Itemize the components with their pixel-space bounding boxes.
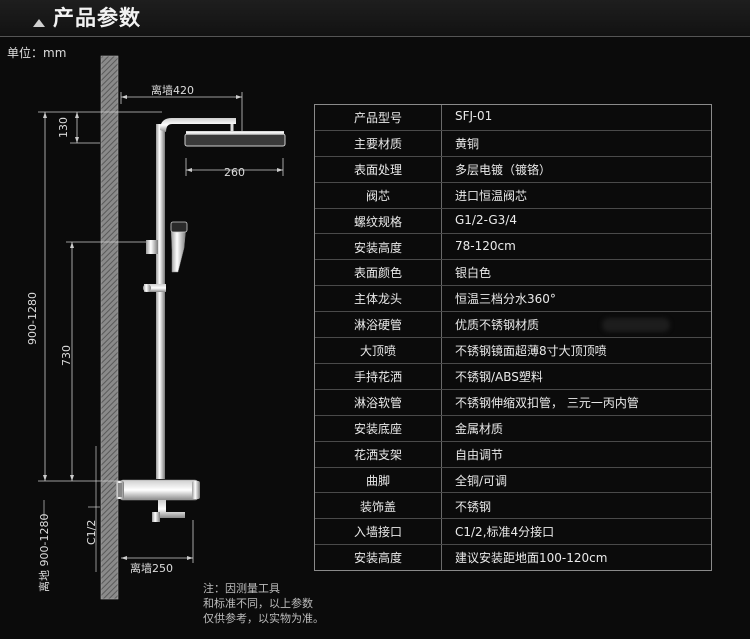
table-row: 主体龙头 恒温三档分水360°: [315, 286, 711, 313]
spec-value: 不锈钢/ABS塑料: [455, 370, 543, 384]
footnote: 注：因测量工具 和标准不同，以上参数 仅供参考，以实物为准。: [203, 581, 324, 626]
section-triangle-icon: [33, 19, 45, 27]
spec-label: 曲脚: [365, 473, 390, 488]
table-row: 手持花洒 不锈钢/ABS塑料: [315, 364, 711, 390]
spec-value: 不锈钢镜面超薄8寸大顶顶喷: [455, 344, 607, 359]
table-row: 阀芯 进口恒温阀芯: [315, 183, 711, 209]
spec-label: 淋浴硬管: [353, 318, 402, 333]
dim-260: 260: [224, 166, 245, 179]
spec-label: 淋浴软管: [353, 395, 402, 410]
table-row: 淋浴软管 不锈钢伸缩双扣管， 三元一丙内管: [315, 390, 711, 416]
dim-wall-bottom: 离墙250: [130, 561, 173, 575]
table-row: 表面处理 多层电镀（镀铬）: [315, 157, 711, 183]
table-row: 表面颜色 银白色: [315, 260, 711, 287]
dim-c12: C1/2: [85, 520, 98, 545]
spec-value: 进口恒温阀芯: [455, 188, 528, 203]
spec-label: 主体龙头: [353, 292, 402, 307]
overhead-arm: [160, 118, 236, 132]
table-row: 螺纹规格 G1/2-G3/4: [315, 209, 711, 235]
spec-value: 78-120cm: [455, 238, 516, 253]
dim-900-1280: 900-1280: [26, 292, 39, 345]
rain-shower-head: [184, 133, 286, 147]
spec-label: 主要材质: [353, 136, 402, 151]
table-row: 装饰盖 不锈钢: [315, 494, 711, 520]
unit-label: 单位：mm: [7, 46, 67, 60]
handshower-holder: [146, 240, 158, 254]
spec-table: 产品型号 SFJ-01 主要材质 黄铜表面处理 多层电镀（镀铬） 阀芯 进口恒温阀芯螺纹规格…: [314, 104, 712, 571]
spec-label: 螺纹规格: [353, 214, 402, 229]
spec-value: 建议安装距地面100-120cm: [455, 551, 608, 566]
spec-value: 不锈钢伸缩双扣管， 三元一丙内管: [455, 395, 639, 410]
spec-label: 安装底座: [353, 421, 402, 436]
spec-label: 阀芯: [365, 188, 390, 203]
thermostatic-mixer: [119, 479, 199, 501]
footnote-line-1: 注：因测量工具: [203, 582, 280, 595]
spec-label: 表面颜色: [353, 266, 402, 281]
spec-value: 自由调节: [455, 447, 504, 462]
spec-label: 安装高度: [353, 551, 402, 566]
spec-value: 黄铜: [455, 136, 480, 151]
spec-label: 表面处理: [353, 162, 402, 177]
table-row: 主要材质 黄铜: [315, 131, 711, 157]
spec-value: 多层电镀（镀铬）: [455, 162, 552, 177]
table-row: 安装高度 78-120cm: [315, 235, 711, 261]
footnote-line-3: 仅供参考，以实物为准。: [203, 612, 324, 625]
spec-label: 入墙接口: [353, 525, 402, 540]
spec-value: 全铜/可调: [455, 473, 508, 488]
spec-label: 产品型号: [353, 111, 402, 125]
spec-value: C1/2,标准4分接口: [455, 525, 555, 540]
table-row: 曲脚 全铜/可调: [315, 468, 711, 494]
hand-shower: [170, 225, 187, 273]
table-row: 大顶喷 不锈钢镜面超薄8寸大顶顶喷: [315, 338, 711, 364]
spec-value: 恒温三档分水360°: [455, 292, 556, 307]
footnote-line-2: 和标准不同，以上参数: [203, 597, 313, 610]
redacted-mark: [602, 318, 670, 333]
dim-730: 730: [60, 345, 73, 366]
table-row: 产品型号 SFJ-01: [315, 105, 711, 131]
table-row: 安装高度 建议安装距地面100-120cm: [315, 545, 711, 571]
spec-value: 优质不锈钢材质: [455, 318, 540, 333]
spec-label: 花洒支架: [353, 447, 402, 462]
table-row: 淋浴硬管 优质不锈钢材质: [315, 312, 711, 339]
spec-value: G1/2-G3/4: [455, 212, 517, 227]
slide-clamp: [144, 284, 166, 292]
spec-label: 手持花洒: [353, 370, 402, 384]
table-row: 安装底座 金属材质: [315, 416, 711, 442]
spec-value: 不锈钢: [455, 499, 492, 514]
shower-riser-pipe: [156, 124, 165, 479]
wall: [100, 55, 119, 600]
table-row: 花洒支架 自由调节: [315, 442, 711, 468]
table-row: 入墙接口 C1/2,标准4分接口: [315, 519, 711, 546]
spec-value: SFJ-01: [455, 109, 493, 123]
page-title: 产品参数: [53, 6, 141, 30]
header-bar: [0, 0, 750, 37]
dim-130: 130: [57, 117, 70, 138]
spec-label: 安装高度: [353, 240, 402, 255]
spec-value: 金属材质: [455, 421, 504, 436]
dim-wall-top: 离墙420: [151, 83, 194, 97]
spec-value: 银白色: [455, 266, 492, 281]
dim-floor: 离地 900-1280: [37, 514, 51, 592]
spec-label: 装饰盖: [359, 499, 396, 514]
spec-label: 大顶喷: [359, 344, 396, 359]
tub-spout: [158, 500, 185, 518]
